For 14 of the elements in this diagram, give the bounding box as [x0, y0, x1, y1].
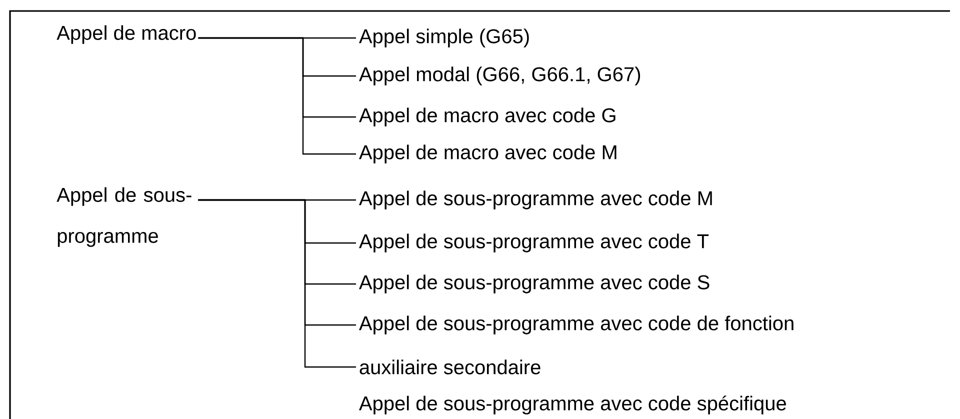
- item-text: auxiliaire secondaire: [360, 360, 540, 374]
- item-text: Appel de sous-programme avec code S: [358, 274, 710, 294]
- category-text: Appel de macro: [56, 25, 196, 44]
- item-text: Appel de macro avec code G: [358, 108, 616, 126]
- tree-connector: [198, 199, 356, 368]
- item-text: Appel simple (G65): [358, 28, 529, 48]
- item-text: Appel modal (G66, G66.1, G67): [358, 66, 640, 86]
- tree-connector: [198, 37, 356, 155]
- item-text: Appel de sous-programme avec code T: [358, 234, 709, 252]
- item-text: Appel de sous-programme avec code M: [358, 190, 712, 210]
- category-text: Appel de sous-programme: [56, 187, 192, 247]
- item-text: Appel de macro avec code M: [358, 144, 616, 164]
- item-text: Appel de sous-programme avec code de fonction: [358, 316, 794, 334]
- item-text: Appel de sous-programme avec code spécifique: [358, 396, 786, 414]
